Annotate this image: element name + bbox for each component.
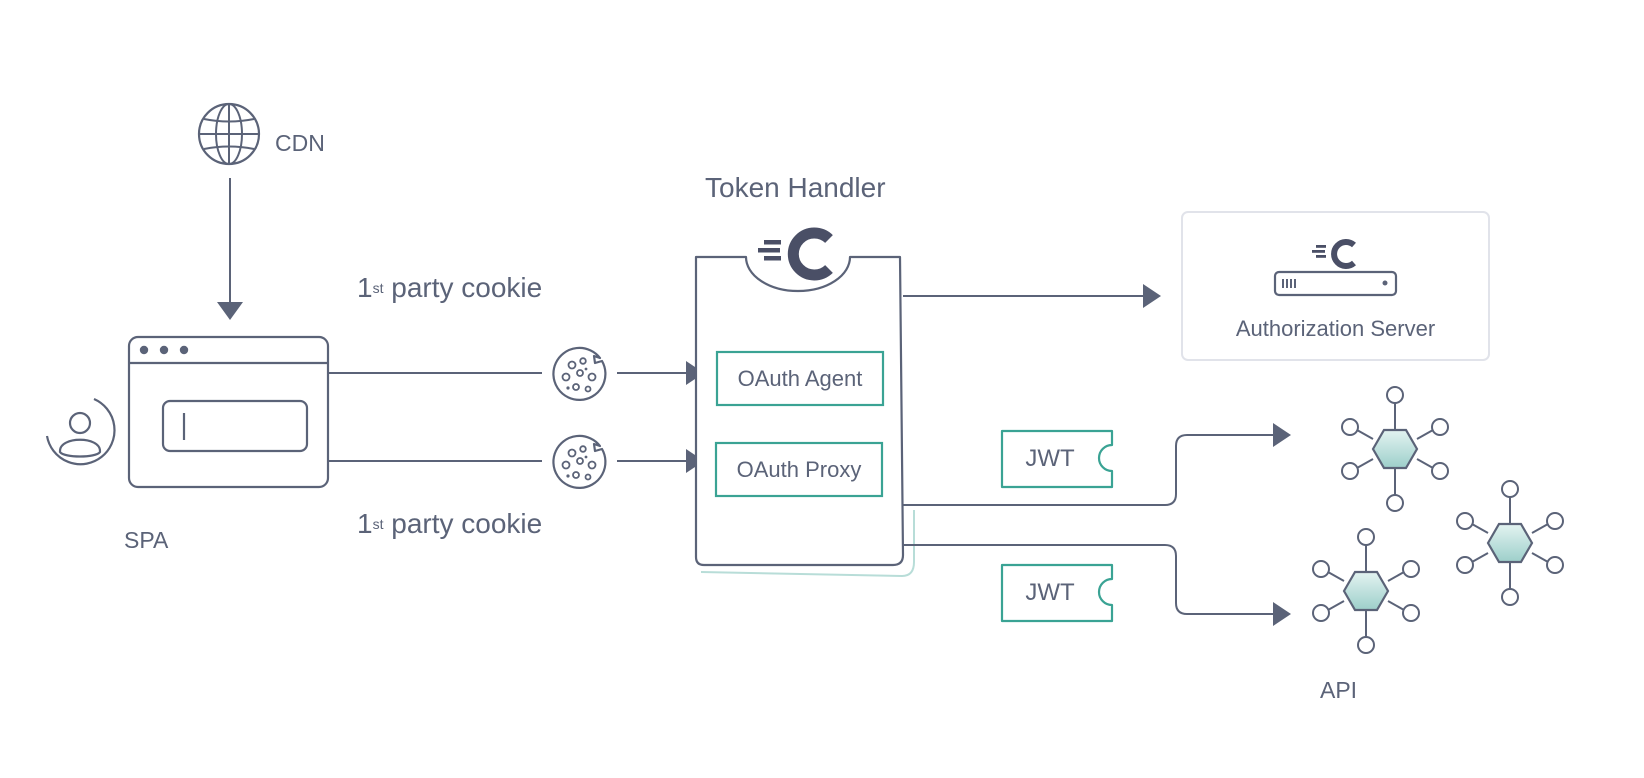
cookie-label-top: 1st party cookie [357,272,542,304]
api-label: API [1320,677,1358,703]
cookie-label-bottom-sup: st [372,516,384,532]
oauth-proxy-box [714,441,884,498]
oauth-agent-box [715,350,885,407]
top-cookie-connector [328,361,704,385]
jwt-label-bottom: JWT [1025,579,1075,606]
server-icon [1273,239,1398,297]
user-icon [45,397,116,466]
spa-label: SPA [124,527,169,553]
cookie-icon [552,434,607,489]
oauth-proxy-label: OAuth Proxy [736,456,862,482]
bottom-api-route [903,544,1291,626]
globe-icon [197,102,261,166]
authorization-server-label: Authorization Server [1235,316,1436,341]
cookie-label-top-text: party cookie [383,272,543,303]
jwt-label-top: JWT [1025,445,1075,472]
cookie-label-top-sup: st [372,280,384,296]
curity-logo-icon [758,227,833,281]
hexagon-network-icon [1455,479,1565,607]
hexagon-network-icon [1311,527,1421,655]
cookie-label-top-num: 1 [357,272,373,303]
cdn-to-spa-arrow [217,178,243,320]
to-authorization-server-arrow [903,284,1161,308]
cookie-icon [552,346,607,401]
browser-window-icon [127,335,330,489]
hexagon-network-icon [1340,385,1450,513]
token-handler-container [694,255,915,578]
cookie-label-bottom: 1st party cookie [357,508,542,540]
token-handler-title: Token Handler [705,172,886,203]
bottom-cookie-connector [328,449,704,473]
top-api-route [903,423,1291,506]
cdn-label: CDN [275,130,325,156]
oauth-agent-label: OAuth Agent [737,365,863,391]
cookie-label-bottom-num: 1 [357,508,373,539]
cookie-label-bottom-text: party cookie [383,508,543,539]
